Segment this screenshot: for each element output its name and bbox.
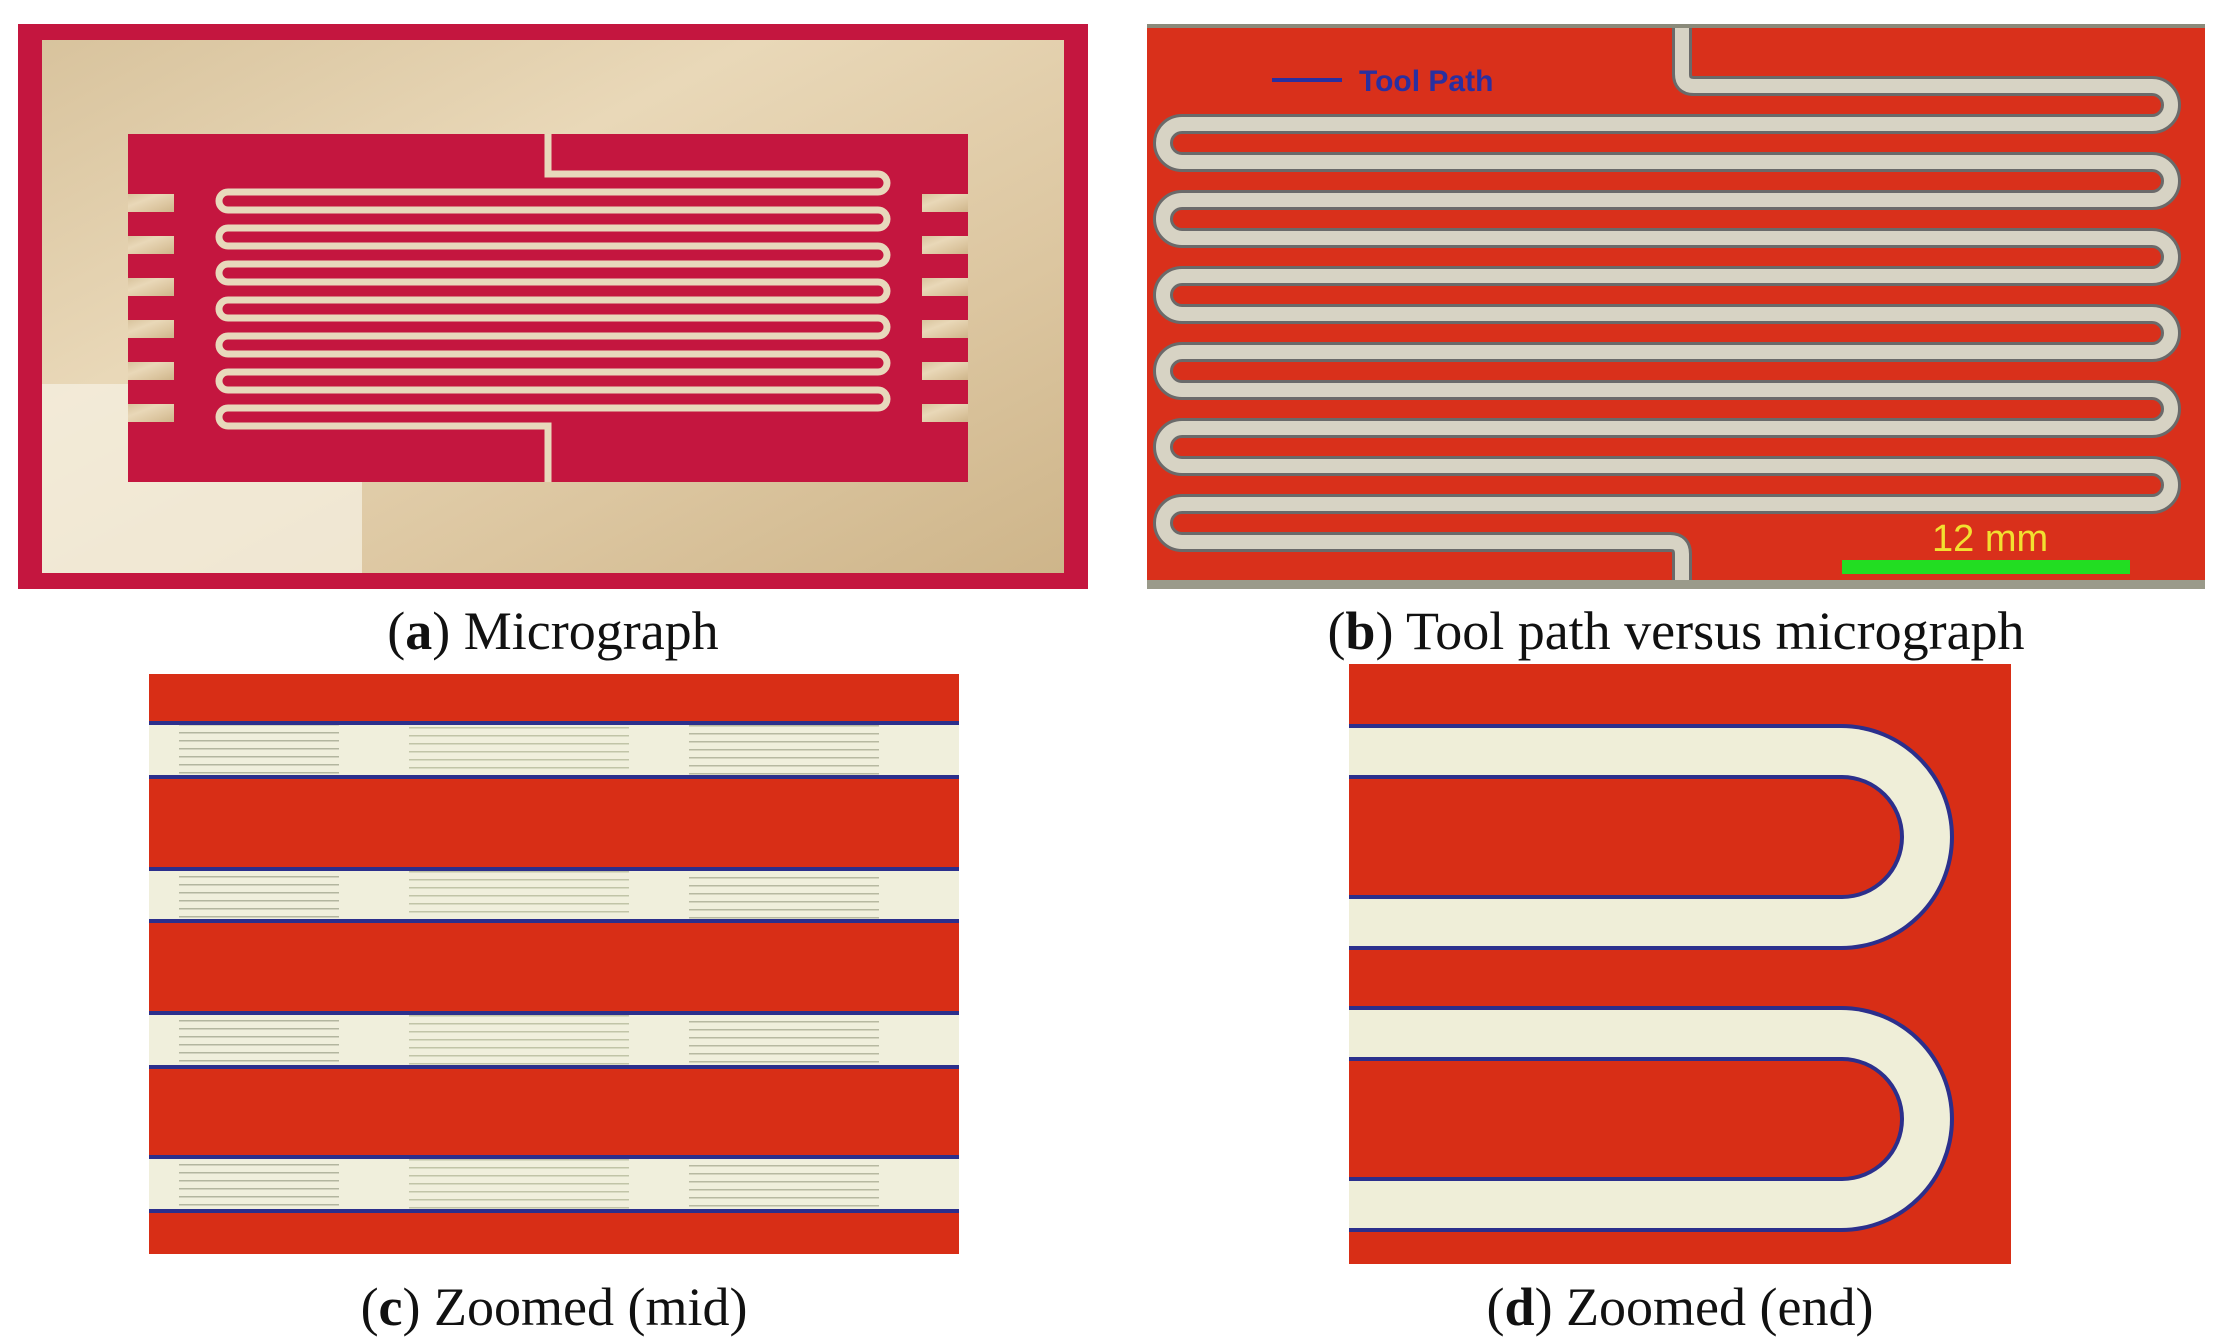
panel-c-zoomed-mid-image [149,674,959,1254]
panel-a-caption: (a) Micrograph [387,601,719,661]
panel-b-caption-text: Tool path versus micrograph [1405,601,2025,661]
panel-a-letter: a [405,601,433,661]
scale-bar-label: 12 mm [1932,518,2048,560]
panel-d-caption-text: Zoomed (end) [1566,1277,1874,1337]
panel-b-letter: b [1345,601,1376,661]
panel-d-letter: d [1504,1277,1535,1337]
panel-c-letter: c [378,1277,403,1337]
panel-a-caption-text: Micrograph [463,601,719,661]
panel-b-caption: (b) Tool path versus micrograph [1327,601,2025,661]
panel-d-zoomed-end-image [1349,664,2011,1264]
channel-strips [149,721,959,1213]
panel-c-caption: (c) Zoomed (mid) [360,1277,748,1337]
panel-b-toolpath-image: Tool Path 12 mm [1147,24,2205,589]
tool-path-legend-label: Tool Path [1359,65,1493,98]
scale-bar [1842,560,2130,574]
panel-c-caption-text: Zoomed (mid) [434,1277,748,1337]
panel-d-caption: (d) Zoomed (end) [1486,1277,1874,1337]
panel-a-micrograph-image [18,24,1088,589]
